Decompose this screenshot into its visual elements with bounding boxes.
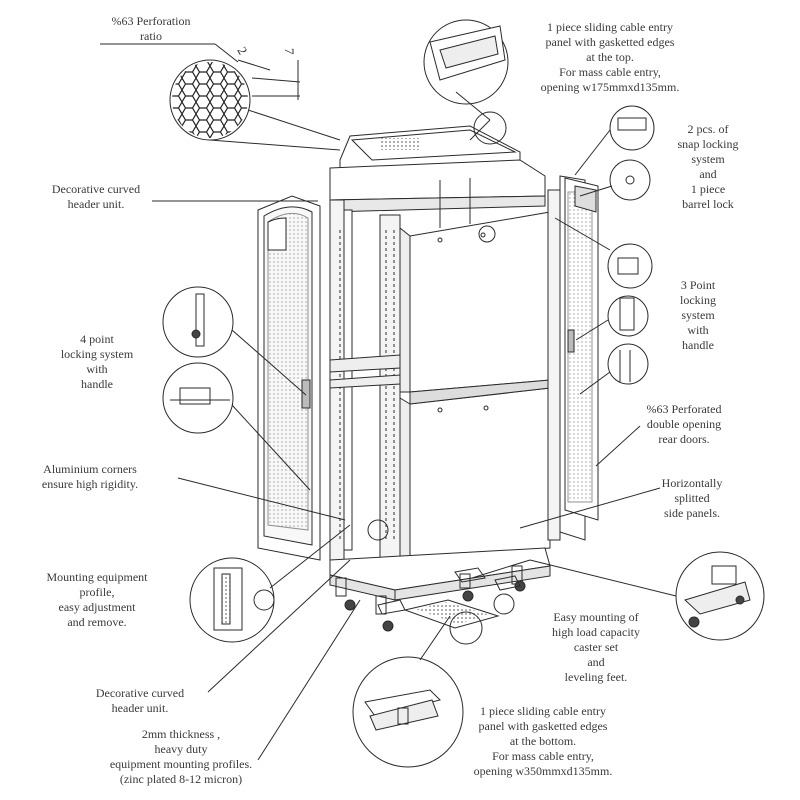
front-lock-detail — [162, 286, 234, 358]
upper-side-panel — [409, 211, 551, 393]
dimension-2: 2 — [234, 44, 250, 57]
foot-detail-2 — [449, 611, 483, 645]
label-top-panel: 1 piece sliding cable entry panel with g… — [540, 20, 680, 94]
lower-side-panel — [409, 387, 551, 559]
label-snap-lock: 2 pcs. of snap locking system and 1 piec… — [677, 122, 739, 211]
foot-detail — [493, 593, 515, 615]
label-front-lock: 4 point locking system with handle — [60, 332, 134, 391]
label-mounting-profile: Mounting equipment profile, easy adjustm… — [46, 570, 148, 629]
label-side-panels: Horizontally splitted side panels. — [661, 476, 723, 520]
snap-lock-detail — [609, 105, 655, 151]
top-frame — [329, 159, 546, 201]
label-casters: Easy mounting of high load capacity cast… — [552, 610, 640, 684]
label-header-top: Decorative curved header unit. — [51, 182, 141, 211]
mounting-profile-detail — [189, 557, 275, 643]
label-thickness: 2mm thickness , heavy duty equipment mou… — [109, 727, 253, 786]
caster-set — [335, 565, 526, 632]
label-perforation: %63 Perforation ratio — [111, 14, 191, 43]
label-rear-doors: %63 Perforated double opening rear doors… — [646, 402, 722, 446]
rear-lock-detail — [607, 295, 649, 337]
label-header-bottom: Decorative curved header unit. — [95, 686, 185, 715]
rear-doors — [559, 175, 599, 541]
label-corners: Aluminium corners ensure high rigidity. — [41, 462, 139, 491]
front-upright-right — [379, 214, 401, 561]
front-door — [257, 195, 321, 561]
label-bottom-panel: 1 piece sliding cable entry panel with g… — [473, 704, 613, 778]
rail-detail — [367, 519, 389, 541]
rear-hinge-detail — [607, 243, 653, 289]
rack-clip-detail — [478, 225, 496, 243]
rear-hinge-bottom-detail — [607, 343, 649, 385]
dimension-7: 7 — [282, 48, 297, 55]
label-rear-lock: 3 Point locking system with handle — [680, 278, 716, 352]
barrel-lock-detail — [609, 159, 651, 201]
front-hinge-detail — [162, 362, 234, 434]
rear-upright — [547, 189, 561, 541]
